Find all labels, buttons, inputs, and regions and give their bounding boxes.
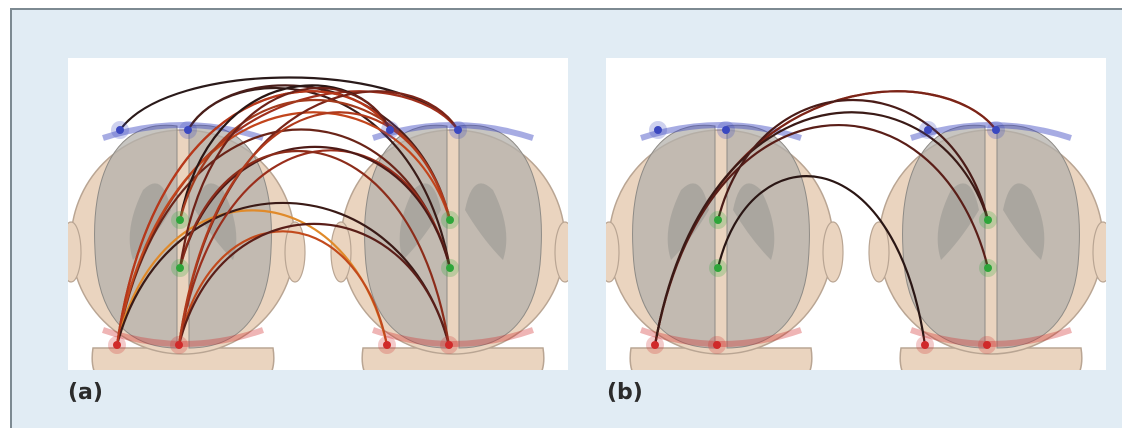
panel-b-label: (b) bbox=[607, 380, 643, 405]
occipital-electrode bbox=[651, 341, 659, 349]
head-2 bbox=[869, 125, 1106, 370]
central-electrode bbox=[176, 216, 184, 224]
occipital-electrode bbox=[713, 341, 721, 349]
occipital-electrode bbox=[383, 341, 391, 349]
panel-a-diagram bbox=[68, 58, 568, 370]
frontal-electrode bbox=[184, 126, 192, 134]
frontal-electrode bbox=[722, 126, 730, 134]
central-electrode bbox=[446, 264, 454, 272]
panel-a-label: (a) bbox=[68, 380, 103, 405]
occipital-electrode bbox=[175, 341, 183, 349]
figure-panel: (a) (b) bbox=[10, 8, 1122, 428]
central-electrode bbox=[714, 216, 722, 224]
ear-right bbox=[823, 222, 843, 282]
occipital-electrode bbox=[921, 341, 929, 349]
central-electrode bbox=[176, 264, 184, 272]
frontal-electrode bbox=[454, 126, 462, 134]
head-2 bbox=[331, 125, 568, 370]
central-electrode bbox=[984, 264, 992, 272]
ear-left bbox=[869, 222, 889, 282]
panel-a-canvas bbox=[68, 58, 568, 370]
frontal-electrode bbox=[116, 126, 124, 134]
panel-b-diagram bbox=[606, 58, 1106, 370]
occipital-electrode bbox=[445, 341, 453, 349]
central-electrode bbox=[446, 216, 454, 224]
occipital-electrode bbox=[983, 341, 991, 349]
frontal-electrode bbox=[992, 126, 1000, 134]
frontal-electrode bbox=[654, 126, 662, 134]
occipital-electrode bbox=[113, 341, 121, 349]
central-electrode bbox=[714, 264, 722, 272]
panel-b-canvas bbox=[606, 58, 1106, 370]
central-electrode bbox=[984, 216, 992, 224]
frontal-electrode bbox=[386, 126, 394, 134]
frontal-electrode bbox=[924, 126, 932, 134]
